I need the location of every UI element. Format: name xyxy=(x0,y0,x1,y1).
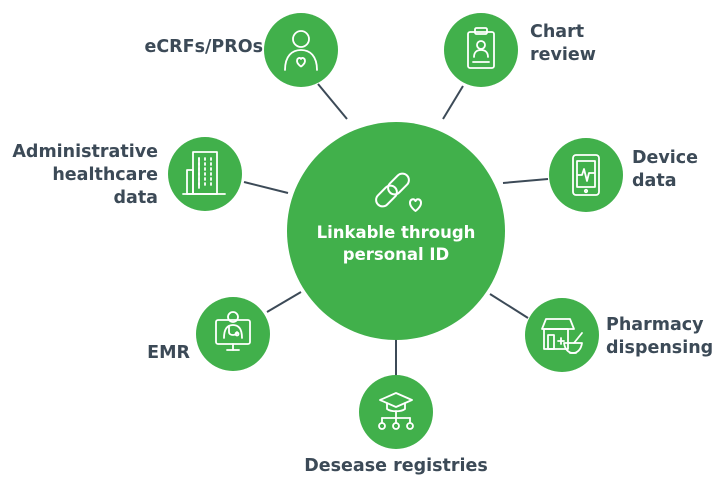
label-admin-line3: data xyxy=(113,188,158,208)
center-label: Linkable through personal ID xyxy=(291,222,501,266)
connector-pharmacy xyxy=(489,293,529,319)
building-icon xyxy=(182,151,226,195)
connector-ecrfs xyxy=(317,83,348,120)
node-pharmacy xyxy=(525,298,599,372)
connector-emr xyxy=(266,291,302,313)
connector-device-data xyxy=(502,178,549,184)
graduation-network-icon xyxy=(378,392,414,430)
center-label-line2: personal ID xyxy=(342,245,450,264)
label-chart-review: Chart review xyxy=(530,21,596,67)
connector-admin xyxy=(243,181,289,194)
label-registries: Desease registries xyxy=(246,455,546,478)
label-admin: Administrative healthcare data xyxy=(12,141,158,210)
label-registries-line1: Desease registries xyxy=(304,456,488,476)
label-device-data: Device data xyxy=(632,147,698,193)
connectors xyxy=(243,83,549,378)
person-heart-icon xyxy=(284,30,318,71)
center-label-line1: Linkable through xyxy=(316,223,476,242)
connector-chart-review xyxy=(442,85,464,120)
chain-link-heart-icon xyxy=(375,172,422,212)
label-emr-line1: EMR xyxy=(147,343,190,363)
label-ecrfs-line1: eCRFs/PROs xyxy=(144,37,263,57)
label-admin-line1: Administrative xyxy=(12,142,158,162)
label-chart-review-line1: Chart xyxy=(530,22,585,42)
label-pharmacy-line1: Pharmacy xyxy=(606,315,704,335)
node-emr xyxy=(196,297,270,371)
label-device-data-line2: data xyxy=(632,171,677,191)
label-device-data-line1: Device xyxy=(632,148,699,168)
label-ecrfs: eCRFs/PROs xyxy=(144,36,263,59)
label-pharmacy-line2: dispensing xyxy=(606,338,714,358)
label-emr: EMR xyxy=(147,342,190,365)
label-pharmacy: Pharmacy dispensing xyxy=(606,314,713,360)
label-admin-line2: healthcare xyxy=(52,165,158,185)
pharmacy-mortar-icon xyxy=(541,318,583,354)
monitor-doctor-icon xyxy=(215,311,251,351)
label-chart-review-line2: review xyxy=(530,45,596,65)
tablet-heartbeat-icon xyxy=(572,154,600,196)
clipboard-person-icon xyxy=(467,27,495,69)
center-node xyxy=(287,122,505,340)
